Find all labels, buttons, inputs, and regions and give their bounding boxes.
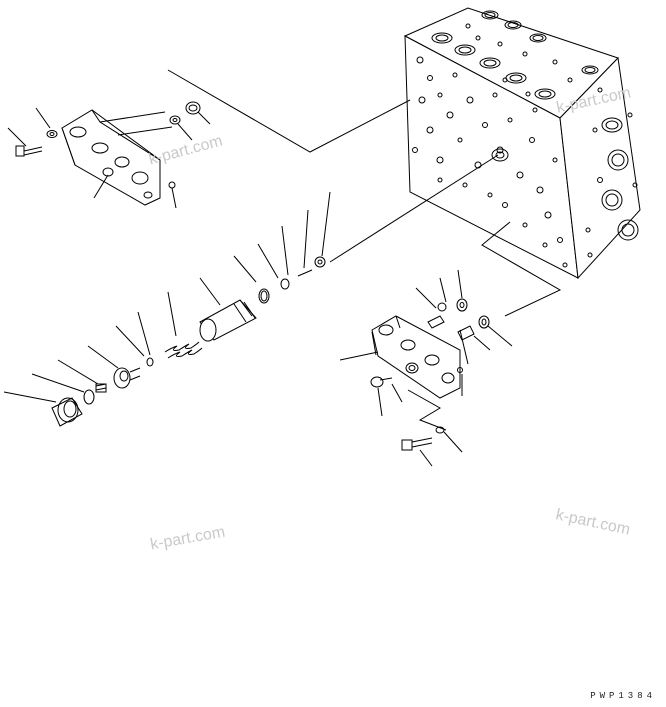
upper-left-cover-assembly [7, 101, 211, 209]
relief-valve-parts-chain [3, 191, 331, 427]
main-valve-block [403, 7, 641, 280]
assembly-leader-lines [167, 69, 562, 317]
drawing-code: PWP1384 [590, 691, 656, 701]
lower-right-cover-assembly [339, 269, 513, 467]
